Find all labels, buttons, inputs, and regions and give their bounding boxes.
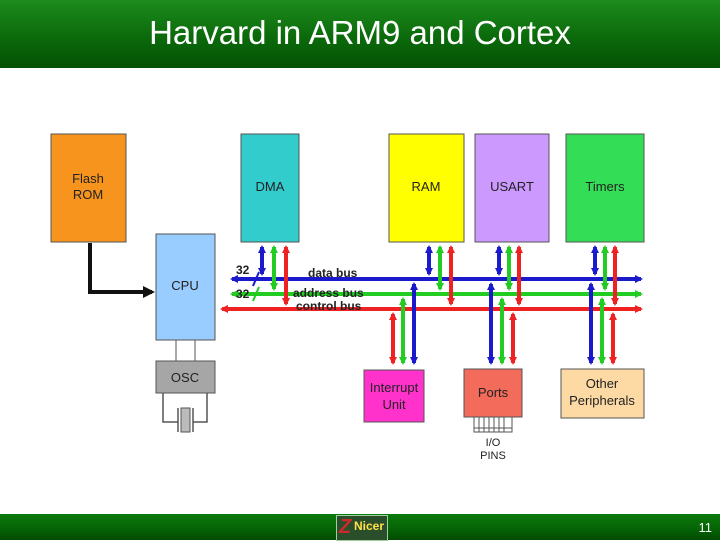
flash-rom-label-line2: ROM [73, 187, 103, 202]
timers-block [565, 133, 645, 243]
timers-label: Timers [585, 179, 625, 194]
io-label-line1: I/O [486, 437, 501, 449]
io-label-line2: PINS [480, 450, 506, 462]
flash-rom-label-line1: Flash [72, 171, 104, 186]
ports-block [463, 368, 523, 418]
ports-label: Ports [478, 385, 509, 400]
other-label-line2: Peripherals [569, 393, 635, 408]
other-peripherals-block [560, 368, 645, 419]
interrupt-label-line1: Interrupt [370, 380, 419, 395]
address-bus-width-slash [252, 286, 260, 302]
flash-rom-block [50, 133, 127, 243]
other-label-line1: Other [586, 376, 619, 391]
osc-label: OSC [171, 370, 199, 385]
control-bus-label: control bus [296, 299, 362, 313]
logo-text: Nicer [354, 519, 385, 533]
flash-to-cpu-arrow [88, 243, 155, 298]
logo-z-mark: Z [339, 516, 352, 538]
osc-block [155, 360, 216, 394]
io-pins-comb [473, 416, 513, 433]
usart-label: USART [490, 179, 534, 194]
slide-title: Harvard in ARM9 and Cortex [149, 14, 571, 51]
data-bus-label: data bus [308, 266, 358, 280]
usart-block [474, 133, 550, 243]
page-number: 11 [698, 520, 713, 535]
address-bus-width-label: 32 [236, 287, 250, 301]
data-bus-width-label: 32 [236, 263, 250, 277]
cpu-osc-connector [175, 339, 196, 362]
crystal-symbol [162, 393, 208, 433]
interrupt-label-line2: Unit [382, 397, 406, 412]
cpu-block [155, 233, 216, 341]
address-bus-label: address bus [293, 286, 364, 300]
title-bar [0, 0, 720, 68]
ram-label: RAM [412, 179, 441, 194]
ram-block [388, 133, 465, 243]
nicer-logo: Z Nicer [336, 515, 388, 541]
dma-block [240, 133, 300, 243]
dma-label: DMA [256, 179, 285, 194]
interrupt-unit-block [363, 369, 425, 423]
cpu-label: CPU [171, 278, 198, 293]
